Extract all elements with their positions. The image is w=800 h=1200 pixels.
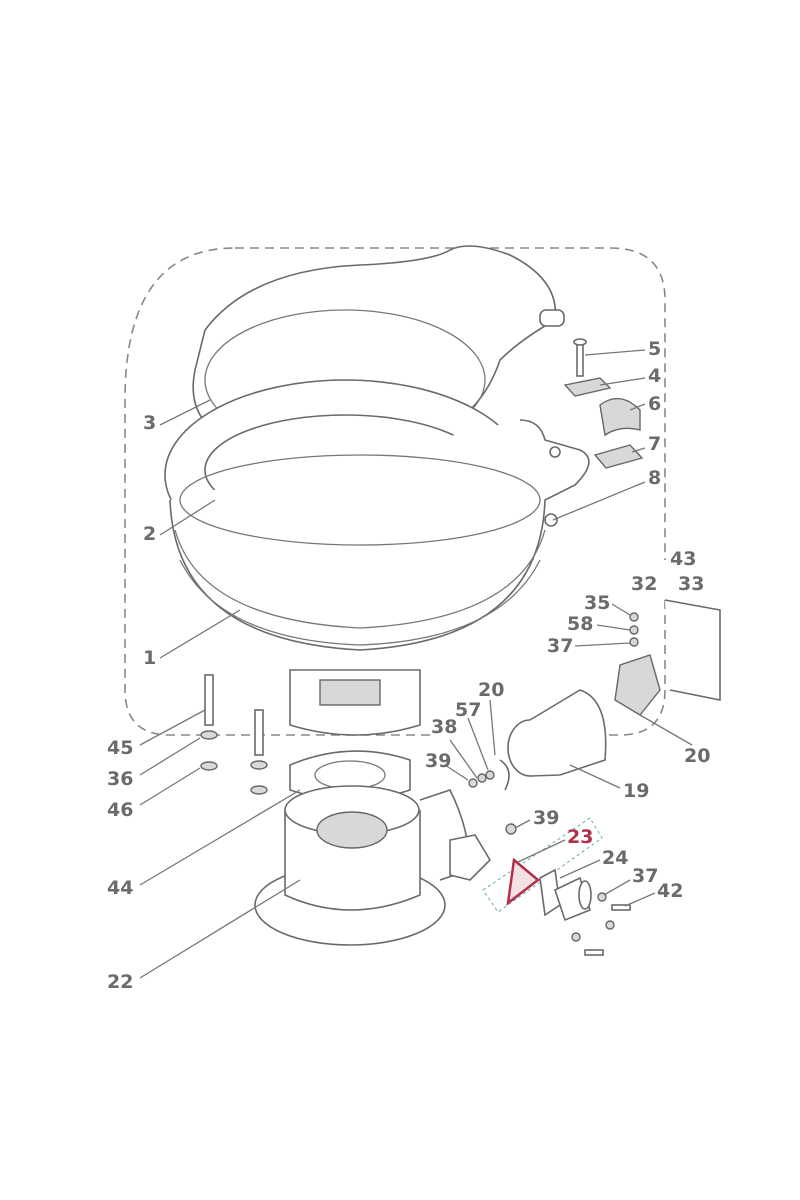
callout-20-left: 20 <box>478 679 504 701</box>
callout-35: 35 <box>584 592 610 614</box>
part-hinge-screw <box>573 338 587 377</box>
callout-32: 32 <box>631 573 657 595</box>
leader-lines <box>139 349 693 979</box>
part-impeller <box>614 654 661 716</box>
callout-24: 24 <box>602 847 628 869</box>
callout-37-lower: 37 <box>632 865 658 887</box>
part-flange-gasket-23 <box>506 857 541 906</box>
callout-42: 42 <box>657 880 683 902</box>
callout-36: 36 <box>107 768 133 790</box>
callout-5: 5 <box>648 338 661 360</box>
part-bolts <box>200 674 268 795</box>
callout-45: 45 <box>107 737 133 759</box>
part-outlet-24 <box>539 868 592 922</box>
part-pump-base <box>254 785 492 946</box>
callout-1: 1 <box>143 647 156 669</box>
assembly-boundary <box>124 247 666 736</box>
callout-7: 7 <box>648 433 661 455</box>
callout-46: 46 <box>107 799 133 821</box>
part-hinge-base <box>593 444 644 469</box>
callout-2: 2 <box>143 523 156 545</box>
part-bowl <box>169 419 590 651</box>
callout-8: 8 <box>648 467 661 489</box>
callout-6: 6 <box>648 393 661 415</box>
part-hinge-cover <box>563 377 612 397</box>
callout-33: 33 <box>678 573 704 595</box>
callout-43: 43 <box>670 548 696 570</box>
callout-39-lower: 39 <box>533 807 559 829</box>
callout-57: 57 <box>455 699 481 721</box>
callout-39-upper: 39 <box>425 750 451 772</box>
callout-19: 19 <box>623 780 649 802</box>
part-pedestal <box>289 669 421 736</box>
callout-58: 58 <box>567 613 593 635</box>
part-motor-housing <box>507 689 607 777</box>
callout-23-highlighted: 23 <box>567 826 593 848</box>
part-hinge-block <box>599 397 641 437</box>
callout-3: 3 <box>143 412 156 434</box>
part-cover-plate <box>664 599 721 701</box>
callout-20-right: 20 <box>684 745 710 767</box>
callout-38: 38 <box>431 716 457 738</box>
part-outlet-screws <box>571 892 631 956</box>
callout-4: 4 <box>648 365 661 387</box>
callout-22: 22 <box>107 971 133 993</box>
callout-37-upper: 37 <box>547 635 573 657</box>
highlight-boundary <box>482 817 603 913</box>
callout-44: 44 <box>107 877 133 899</box>
